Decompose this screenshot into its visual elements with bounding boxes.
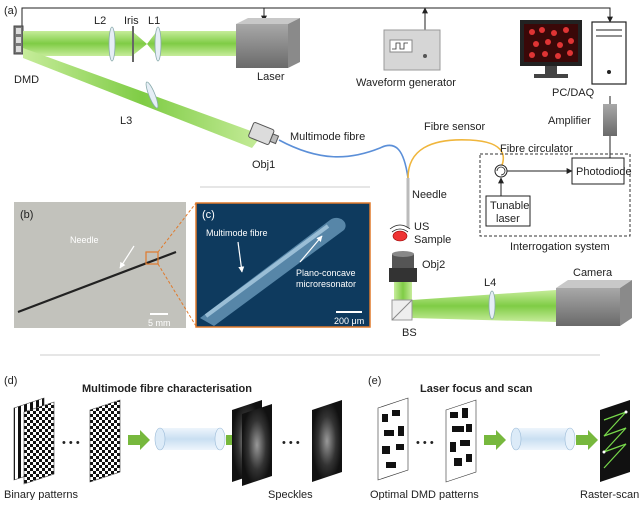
- fibre-cylinder-e: [510, 427, 576, 451]
- sample-label: Sample: [414, 234, 451, 246]
- zoom-line-bottom: [157, 263, 197, 327]
- arrow-e2: [576, 430, 598, 450]
- us-sample: [389, 224, 411, 242]
- camera-label: Camera: [573, 267, 613, 279]
- section-e-title: Laser focus and scan: [420, 383, 533, 395]
- section-e-left: Optimal DMD patterns: [370, 489, 479, 500]
- l1-label: L1: [148, 15, 160, 27]
- section-d-left: Binary patterns: [4, 489, 78, 500]
- inset-c-scale: 200 μm: [334, 316, 364, 326]
- arrow-e1: [484, 430, 506, 450]
- objective-2: [389, 251, 417, 282]
- l2-label: L2: [94, 15, 106, 27]
- amplifier: [603, 104, 617, 136]
- panel-label-c: (c): [202, 209, 215, 221]
- dmd-patterns: [377, 397, 477, 483]
- fibre-sensor-label: Fibre sensor: [424, 121, 485, 133]
- iris-label: Iris: [124, 15, 139, 27]
- objective-1: [248, 122, 280, 145]
- photodiode-label: Photodiode: [576, 166, 632, 178]
- amplifier-label: Amplifier: [548, 115, 591, 127]
- needle-label: Needle: [412, 189, 447, 201]
- bs-label: BS: [402, 327, 417, 339]
- dots-d2: • • •: [282, 437, 300, 449]
- raster-scan: [600, 400, 630, 482]
- lens-l3: [145, 81, 159, 109]
- section-e-right: Raster-scan: [580, 489, 639, 500]
- tunable-label-1: Tunable: [490, 200, 529, 212]
- fibre-cylinder-d: [154, 427, 226, 451]
- interrogation-label: Interrogation system: [510, 241, 610, 253]
- arrow-d1: [128, 430, 150, 450]
- dots-d1: • • •: [62, 437, 80, 449]
- beam-laser-dmd: [23, 31, 236, 56]
- beam-splitter: [391, 299, 413, 321]
- multimode-fibre: [278, 139, 409, 179]
- camera-box: [556, 280, 632, 326]
- obj2-label: Obj2: [422, 259, 445, 271]
- binary-patterns: [13, 397, 121, 485]
- inset-b-needle: Needle: [70, 235, 99, 245]
- section-d-right: Speckles: [268, 489, 313, 500]
- us-label: US: [414, 221, 429, 233]
- l4-label: L4: [484, 277, 496, 289]
- interrogation-box: [479, 153, 631, 237]
- dots-e1: • • •: [416, 437, 434, 449]
- inset-c-mmf: Multimode fibre: [206, 228, 268, 238]
- beam-to-camera: [412, 290, 556, 322]
- inset-c-res1: Plano-concave: [296, 268, 356, 278]
- section-d-title: Multimode fibre characterisation: [82, 383, 252, 395]
- l3-label: L3: [120, 115, 132, 127]
- waveform-generator: [383, 29, 441, 71]
- panel-label-d: (d): [4, 375, 17, 387]
- zoom-line-top: [157, 202, 197, 253]
- pc-label: PC/DAQ: [552, 87, 595, 99]
- dmd: [13, 25, 24, 55]
- mmf-label: Multimode fibre: [290, 131, 365, 143]
- inset-c-res2: microresonator: [296, 279, 356, 289]
- lens-l1: [154, 26, 162, 62]
- inset-c: [195, 202, 371, 328]
- tunable-laser-box: [485, 195, 531, 227]
- lens-l4: [488, 290, 496, 320]
- photodiode-box: [571, 157, 625, 185]
- tunable-label-2: laser: [496, 213, 520, 225]
- inset-b: [14, 202, 186, 328]
- panel-label-b: (b): [20, 209, 33, 221]
- panel-label-a: (a): [4, 5, 17, 17]
- dmd-label: DMD: [14, 74, 39, 86]
- beam-dmd-obj1: [23, 48, 262, 148]
- waveform-label: Waveform generator: [356, 77, 456, 89]
- laser-label: Laser: [257, 71, 285, 83]
- obj1-label: Obj1: [252, 159, 275, 171]
- lens-l2: [108, 26, 116, 62]
- laser-box: [236, 18, 300, 68]
- panel-label-e: (e): [368, 375, 381, 387]
- fibre-circulator-label: Fibre circulator: [500, 143, 573, 155]
- pc-daq: [520, 20, 627, 85]
- fibre-circulator: [494, 164, 508, 178]
- fibre-sensor: [407, 139, 505, 179]
- speckles: [232, 400, 342, 486]
- inset-b-scale: 5 mm: [148, 318, 171, 328]
